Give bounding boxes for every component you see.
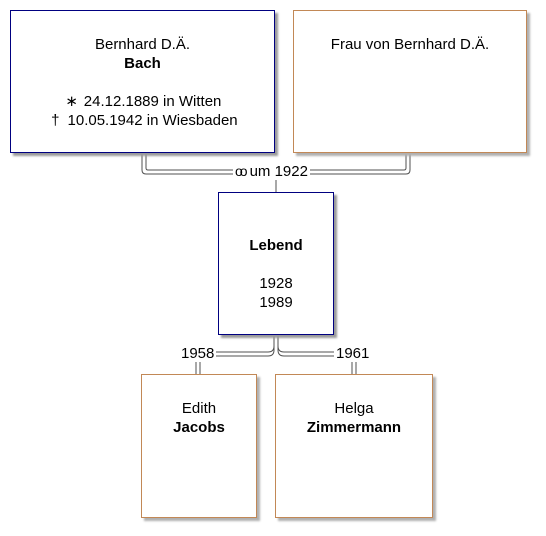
child-surname: Lebend xyxy=(249,237,303,254)
marriage-rings-icon: oo xyxy=(235,163,247,179)
person-box-spouse-helga[interactable]: Helga Zimmermann xyxy=(275,374,433,518)
father-surname: Bach xyxy=(124,55,161,72)
child-year-end: 1989 xyxy=(259,294,293,311)
marriage-label-1961: 1961 xyxy=(334,345,372,362)
father-given-name: Bernhard D.Ä. xyxy=(94,36,191,53)
person-box-father[interactable]: Bernhard D.Ä. Bach ∗ 24.12.1889 in Witte… xyxy=(10,10,275,153)
marriage-label-1958: 1958 xyxy=(179,345,217,362)
spouse1-given-name: Edith xyxy=(181,400,217,417)
mother-name: Frau von Bernhard D.Ä. xyxy=(330,36,490,53)
marriage-line-1961-outer xyxy=(277,349,353,374)
father-death: † 10.05.1942 in Wiesbaden xyxy=(11,111,274,130)
father-birth-text: 24.12.1889 in Witten xyxy=(83,93,222,110)
death-icon: † xyxy=(51,112,60,129)
spouse1-surname: Jacobs xyxy=(173,419,225,436)
parents-marriage-date: um 1922 xyxy=(249,163,308,180)
person-box-child[interactable]: Lebend 1928 1989 xyxy=(218,192,334,335)
person-box-spouse-edith[interactable]: Edith Jacobs xyxy=(141,374,257,518)
child-year-start: 1928 xyxy=(259,275,293,292)
marriage-line-1958-outer xyxy=(199,349,275,374)
spouse2-surname: Zimmermann xyxy=(306,419,402,436)
father-birth: ∗ 24.12.1889 in Witten xyxy=(11,92,274,111)
birth-icon: ∗ xyxy=(65,93,78,110)
father-death-text: 10.05.1942 in Wiesbaden xyxy=(67,112,238,129)
marriage-line-1958-inner xyxy=(195,345,275,374)
marriage-line-1961-inner xyxy=(277,345,357,374)
spouse2-given-name: Helga xyxy=(334,400,374,417)
person-box-mother[interactable]: Frau von Bernhard D.Ä. xyxy=(293,10,527,153)
